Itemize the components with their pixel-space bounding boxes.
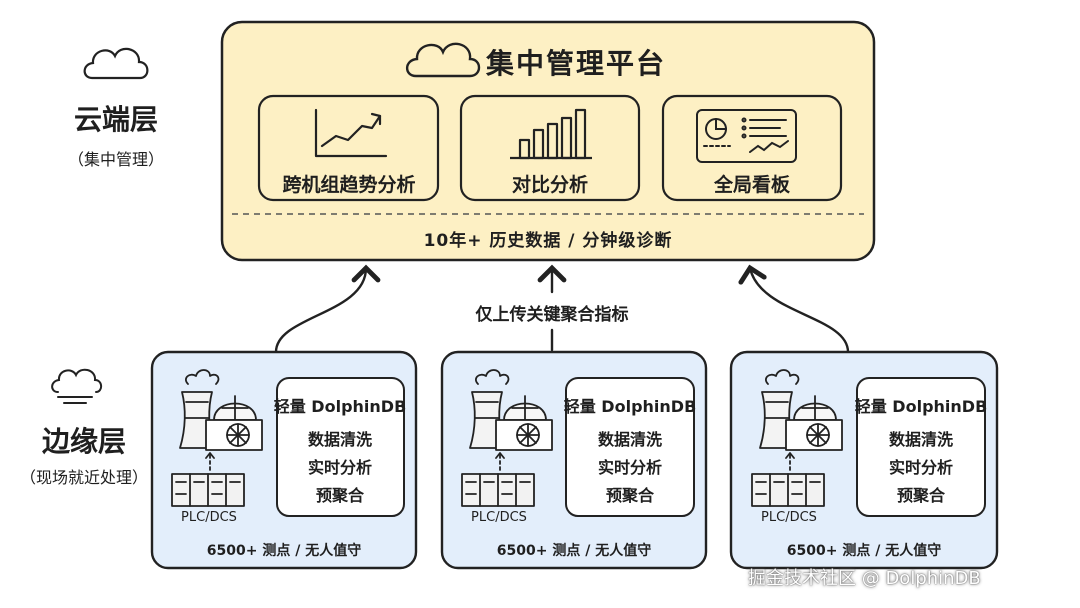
node-3-title: 轻量 DolphinDB (854, 397, 988, 416)
edge-layer-subtitle: （现场就近处理） (19, 468, 148, 487)
node-3-func-2: 实时分析 (888, 458, 953, 477)
node-1-footer: 6500+ 测点 / 无人值守 (206, 543, 362, 559)
dolphindb-box-3 (856, 377, 986, 517)
node-2-title: 轻量 DolphinDB (563, 397, 697, 416)
edge-cloud-icon (51, 368, 103, 404)
dashboard-icon (696, 109, 797, 163)
cloud-layer-subtitle: （集中管理） (67, 150, 164, 169)
platform-title: 集中管理平台 (486, 47, 667, 80)
node-2-func-2: 实时分析 (597, 458, 662, 477)
node-1-func-3: 预聚合 (315, 486, 364, 505)
watermark: 掘金技术社区 @ DolphinDB (748, 568, 981, 589)
power-plant-icon (171, 369, 263, 507)
node-3-func-3: 预聚合 (896, 486, 945, 505)
node-1-device-label: PLC/DCS (181, 510, 237, 525)
card-trend (257, 94, 440, 202)
card-compare (459, 94, 641, 202)
card-dashboard-label: 全局看板 (713, 174, 790, 196)
node-2-func-1: 数据清洗 (597, 430, 662, 449)
flow-label: 仅上传关键聚合指标 (475, 305, 629, 325)
cloud-layer-title: 云端层 (73, 103, 158, 136)
node-3-device-label: PLC/DCS (761, 510, 817, 525)
arrow-left (274, 264, 381, 354)
dolphindb-box-2 (565, 377, 695, 517)
dolphindb-box-1 (276, 377, 405, 517)
platform-cloud-icon (405, 42, 481, 78)
node-2-device-label: PLC/DCS (471, 510, 527, 525)
node-2-footer: 6500+ 测点 / 无人值守 (496, 543, 652, 559)
cloud-layer-icon (83, 47, 149, 80)
platform-footer: 10年+ 历史数据 / 分钟级诊断 (423, 231, 673, 251)
card-compare-label: 对比分析 (511, 174, 588, 196)
node-1-title: 轻量 DolphinDB (273, 397, 407, 416)
node-1-func-1: 数据清洗 (307, 430, 372, 449)
node-3-func-1: 数据清洗 (888, 430, 953, 449)
card-trend-label: 跨机组趋势分析 (282, 174, 416, 196)
node-1-func-2: 实时分析 (307, 458, 372, 477)
node-3-footer: 6500+ 测点 / 无人值守 (786, 543, 942, 559)
node-2-func-3: 预聚合 (605, 486, 654, 505)
arrow-right (738, 264, 850, 354)
trend-chart-icon (314, 108, 388, 158)
bar-chart-icon (510, 108, 592, 160)
edge-layer-title: 边缘层 (41, 425, 126, 458)
